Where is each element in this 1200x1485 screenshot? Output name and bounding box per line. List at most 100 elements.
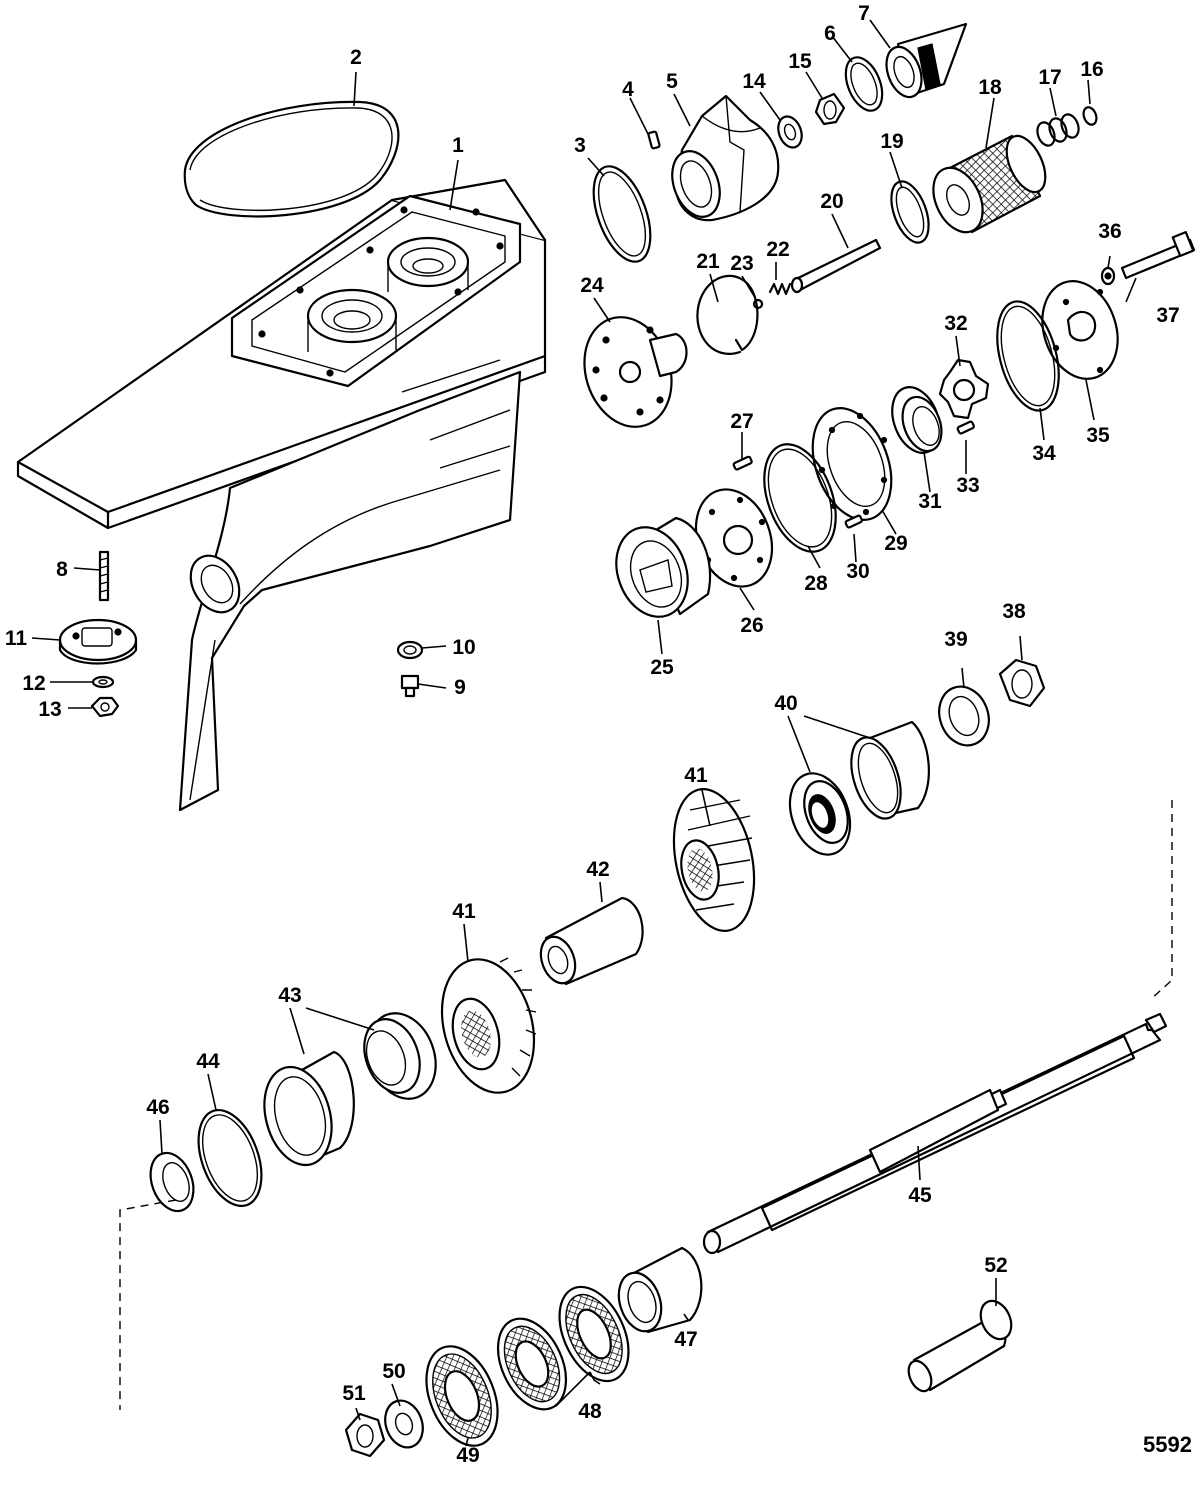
callout-50: 50 — [382, 1360, 405, 1383]
callout-48: 48 — [578, 1400, 602, 1423]
callout-10: 10 — [452, 636, 475, 659]
callout-37: 37 — [1156, 304, 1179, 327]
part-11-cover-plate — [58, 618, 138, 665]
callout-8: 8 — [56, 558, 68, 581]
part-35-end-plate — [1041, 280, 1119, 380]
callout-33: 33 — [956, 474, 979, 497]
part-41-reverse-gear — [672, 788, 756, 932]
callout-14: 14 — [742, 70, 766, 93]
part-49-bearing — [425, 1345, 499, 1447]
callout-17: 17 — [1038, 66, 1061, 89]
callout-3: 3 — [574, 134, 586, 157]
callout-28: 28 — [804, 572, 828, 595]
part-26-thrust-plate — [694, 488, 774, 588]
part-25-bearing-cup — [615, 516, 712, 618]
callout-23: 23 — [730, 252, 753, 275]
part-50-washer — [384, 1399, 424, 1449]
callout-36: 36 — [1098, 220, 1121, 243]
part-21-snap-ring — [696, 274, 759, 355]
callout-45: 45 — [908, 1184, 932, 1207]
part-9-drain-screw — [400, 674, 420, 698]
callout-15: 15 — [788, 50, 812, 73]
callout-24: 24 — [580, 274, 604, 297]
part-22-spring — [768, 282, 792, 296]
part-15-nut — [814, 92, 846, 126]
callout-27: 27 — [730, 410, 753, 433]
callout-1: 1 — [452, 134, 464, 157]
part-40-bearing-cone — [788, 772, 852, 856]
part-24-carrier-plate — [583, 316, 688, 428]
part-7-cone-nut — [885, 22, 968, 99]
part-44-shim-ring — [197, 1108, 263, 1208]
part-16-washer — [1082, 106, 1098, 126]
callout-43: 43 — [278, 984, 301, 1007]
callout-35: 35 — [1086, 424, 1110, 447]
callout-21: 21 — [696, 250, 720, 273]
part-39-washer — [938, 685, 990, 747]
part-20-shaft — [790, 238, 882, 294]
callout-20: 20 — [820, 190, 843, 213]
part-2-o-ring — [183, 100, 400, 218]
callout-39: 39 — [944, 628, 967, 651]
part-8-stud — [98, 550, 110, 602]
part-41-pinion-gear — [440, 957, 537, 1094]
callout-13: 13 — [38, 698, 61, 721]
callout-38: 38 — [1002, 600, 1026, 623]
part-3-ring — [592, 165, 652, 263]
part-6-ring — [844, 56, 884, 112]
part-4-pin — [647, 130, 661, 150]
callout-25: 25 — [650, 656, 674, 679]
part-47-roller-bearing — [617, 1246, 703, 1334]
part-31-seal — [891, 386, 943, 454]
figure-number: 5592 — [1143, 1432, 1192, 1457]
callout-44: 44 — [196, 1050, 220, 1073]
callout-19: 19 — [880, 130, 903, 153]
callout-51: 51 — [342, 1382, 366, 1405]
assembly-path-dashed — [119, 800, 1173, 1410]
part-32-star-gear — [938, 358, 990, 420]
part-48-seal — [496, 1317, 568, 1411]
part-10-washer — [396, 640, 424, 660]
callout-labels: 1 2 3 4 5 6 7 8 9 10 11 12 13 14 15 16 1… — [5, 2, 1180, 1467]
callout-11: 11 — [5, 627, 28, 650]
part-1-gear-housing — [16, 178, 547, 812]
leader-lines — [31, 19, 1137, 1447]
part-13-nut — [90, 696, 120, 718]
callout-2: 2 — [350, 46, 362, 69]
callout-29: 29 — [884, 532, 907, 555]
callout-6: 6 — [824, 22, 836, 45]
callout-31: 31 — [918, 490, 942, 513]
part-46-seal — [149, 1151, 195, 1213]
callout-34: 34 — [1032, 442, 1056, 465]
callout-49: 49 — [456, 1444, 479, 1467]
callout-41-lower: 41 — [452, 900, 476, 923]
part-33-pin — [956, 420, 975, 435]
callout-22: 22 — [766, 238, 789, 261]
part-34-ring — [996, 300, 1060, 412]
callout-26: 26 — [740, 614, 763, 637]
part-37-bolt — [1120, 231, 1196, 280]
part-28-ring — [763, 443, 837, 553]
part-29-flange — [811, 407, 893, 521]
callout-9: 9 — [454, 676, 466, 699]
callout-5: 5 — [666, 70, 678, 93]
callout-7: 7 — [858, 2, 870, 25]
part-52-sleeve — [907, 1299, 1013, 1393]
part-19-ring — [890, 180, 930, 244]
callout-4: 4 — [622, 78, 634, 101]
part-5-bearing-carrier — [671, 94, 780, 222]
callout-40: 40 — [774, 692, 797, 715]
part-48-retainer — [558, 1285, 630, 1383]
part-38-nut — [998, 658, 1046, 708]
callout-18: 18 — [978, 76, 1002, 99]
callout-47: 47 — [674, 1328, 697, 1351]
part-12-washer — [91, 675, 115, 689]
part-42-spacer-tube — [539, 896, 644, 986]
callout-41-upper: 41 — [684, 764, 708, 787]
part-30-pin — [844, 514, 863, 529]
part-17-springs — [1036, 113, 1080, 147]
callout-46: 46 — [146, 1096, 169, 1119]
part-18-filter-screen — [932, 134, 1047, 234]
part-40-bearing-cup — [850, 720, 930, 820]
